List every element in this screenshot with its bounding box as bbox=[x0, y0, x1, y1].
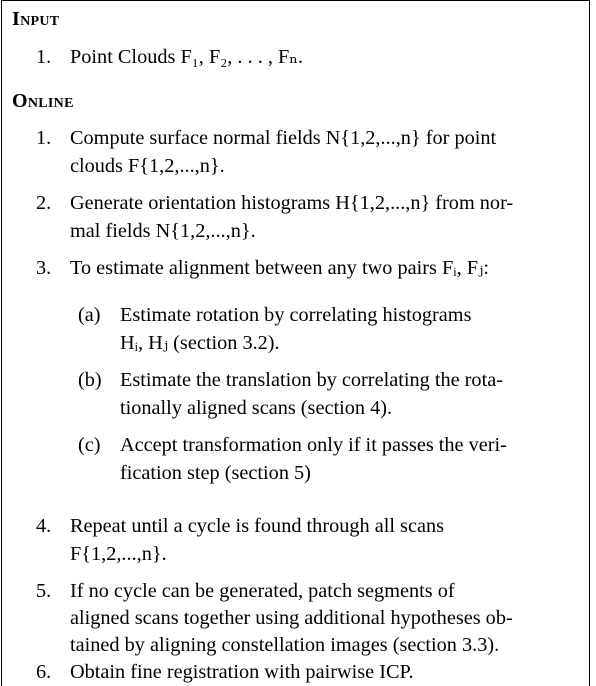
online-item-5-number: 5. bbox=[36, 580, 52, 602]
online-item-4-line-1: Repeat until a cycle is found through al… bbox=[70, 515, 444, 537]
online-item-3-line-1: To estimate alignment between any two pa… bbox=[70, 257, 489, 279]
online-subitem-a-line-2: Hᵢ, Hⱼ (section 3.2). bbox=[120, 332, 280, 354]
online-item-1-number: 1. bbox=[36, 127, 52, 149]
online-subitem-a-label: (a) bbox=[78, 304, 101, 326]
online-heading: Online bbox=[12, 90, 74, 112]
online-subitem-b-label: (b) bbox=[78, 369, 102, 391]
online-item-5-line-1: If no cycle can be generated, patch segm… bbox=[70, 580, 455, 602]
input-item-1-number: 1. bbox=[36, 46, 52, 68]
online-item-5-line-2: aligned scans together using additional … bbox=[70, 607, 513, 629]
online-item-2-number: 2. bbox=[36, 192, 52, 214]
online-item-2-line-2: mal fields N{1,2,...,n}. bbox=[70, 220, 256, 242]
online-subitem-b-line-2: tionally aligned scans (section 4). bbox=[120, 397, 393, 419]
online-item-4-line-2: F{1,2,...,n}. bbox=[70, 543, 167, 565]
online-item-5-line-3: tained by aligning constellation images … bbox=[70, 634, 500, 656]
online-item-2-line-1: Generate orientation histograms H{1,2,..… bbox=[70, 192, 514, 214]
online-subitem-c-line-2: fication step (section 5) bbox=[120, 462, 311, 484]
online-item-6-line-1: Obtain fine registration with pairwise I… bbox=[70, 661, 414, 683]
online-subitem-b-line-1: Estimate the translation by correlating … bbox=[120, 369, 503, 391]
online-item-3-number: 3. bbox=[36, 257, 52, 279]
online-item-4-number: 4. bbox=[36, 515, 52, 537]
online-subitem-a-line-1: Estimate rotation by correlating histogr… bbox=[120, 304, 472, 326]
input-heading: Input bbox=[12, 8, 60, 30]
online-subitem-c-line-1: Accept transformation only if it passes … bbox=[120, 434, 507, 456]
online-subitem-c-label: (c) bbox=[78, 434, 101, 456]
online-item-1-line-1: Compute surface normal fields N{1,2,...,… bbox=[70, 127, 497, 149]
online-item-6-number: 6. bbox=[36, 661, 52, 683]
input-item-1-text: Point Clouds F₁, F₂, . . . , Fₙ. bbox=[70, 46, 304, 68]
online-item-1-line-2: clouds F{1,2,...,n}. bbox=[70, 155, 225, 177]
